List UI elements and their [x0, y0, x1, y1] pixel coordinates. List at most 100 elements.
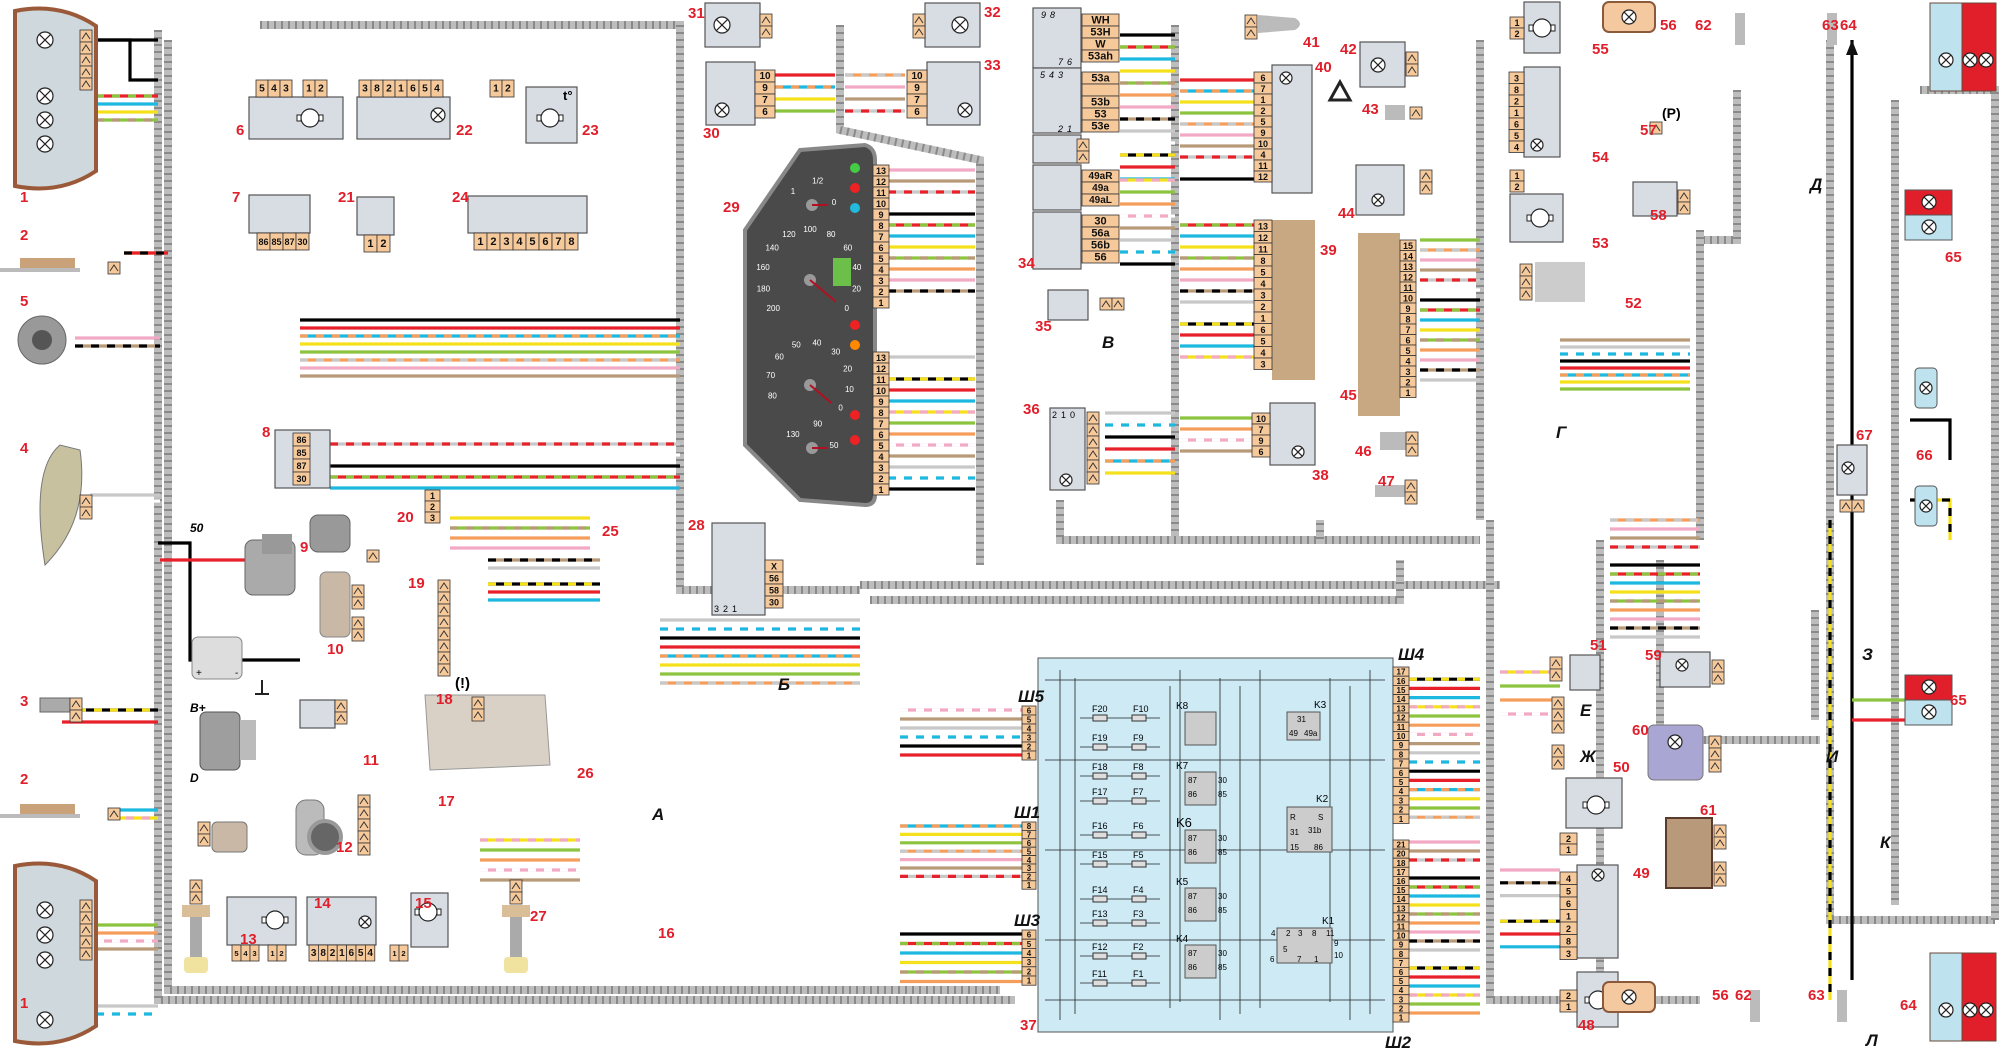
component-number: 28 — [688, 517, 705, 534]
pin-label: 12 — [1258, 233, 1268, 243]
gauge-tick: 200 — [767, 304, 781, 313]
component-35 — [1047, 289, 1089, 321]
headlamp-bulb-icon — [36, 926, 54, 944]
lamp-icon — [1919, 381, 1933, 395]
component-number: 1 — [20, 995, 28, 1012]
lamp-icon — [1675, 658, 1689, 672]
lamp-icon — [1621, 9, 1637, 25]
connector-socket — [1086, 435, 1100, 449]
pin-label: 2 — [1405, 377, 1410, 387]
component-number: 67 — [1856, 427, 1873, 444]
connection-letter: Л — [1864, 1031, 1878, 1050]
connector-socket — [1519, 263, 1533, 277]
component-number: 51 — [1590, 637, 1607, 654]
fuel-tank — [424, 694, 551, 771]
component-number: 38 — [1312, 467, 1329, 484]
component-number: 57 — [1640, 122, 1657, 139]
contact-number: 2 — [1052, 410, 1057, 420]
connector-pin — [501, 79, 515, 98]
connector-socket — [79, 29, 93, 43]
pin-label: 3 — [1027, 864, 1032, 873]
motor-icon — [1582, 795, 1610, 815]
wire — [1910, 418, 1952, 460]
pin-label: WH — [1091, 15, 1109, 27]
socket-chevron-icon — [368, 552, 378, 560]
socket-chevron-icon — [473, 699, 483, 707]
headlight-switch — [1032, 211, 1082, 270]
socket-chevron-icon — [511, 882, 521, 890]
contact-number: 5 — [1040, 70, 1046, 80]
pin-label: 3 — [1405, 367, 1410, 377]
washer-pump — [211, 821, 248, 853]
component-number: 46 — [1355, 443, 1372, 460]
connector-socket — [1519, 287, 1533, 301]
connector-pin — [1021, 975, 1037, 986]
lamp-icon — [1938, 52, 1954, 68]
fuse — [1092, 952, 1108, 960]
switch-58 — [1632, 181, 1678, 217]
pin-label: 8 — [1027, 822, 1032, 831]
connector-pin — [1559, 946, 1578, 960]
fuse-label: F10 — [1133, 704, 1149, 714]
socket-chevron-icon — [1553, 699, 1563, 707]
connector-socket — [1711, 671, 1725, 685]
parking-brake-symbol: (P) — [1662, 105, 1681, 121]
component-number: 11 — [363, 752, 379, 769]
lamp-icon — [358, 915, 372, 929]
gauge-tick: 20 — [843, 364, 852, 373]
component-number: 40 — [1315, 59, 1332, 76]
connector-pin — [754, 105, 776, 119]
socket-chevron-icon — [1710, 750, 1720, 758]
relay-contact: 86 — [1188, 848, 1197, 857]
relay — [1184, 771, 1217, 806]
socket-chevron-icon — [359, 845, 369, 853]
socket-chevron-icon — [1078, 141, 1088, 149]
pin-label: 11 — [876, 375, 886, 385]
pin-label: 3 — [1260, 359, 1265, 369]
pin-label: 2 — [1566, 834, 1571, 844]
connector-pin — [1392, 813, 1410, 824]
pin-label: 10 — [1397, 732, 1406, 741]
relay-contact: 30 — [1218, 776, 1227, 785]
gauge-tick: 50 — [792, 340, 801, 349]
pin-label: 6 — [1566, 899, 1571, 909]
component-number: 66 — [1916, 447, 1933, 464]
relay-label: K4 — [1176, 934, 1189, 945]
connector-pin — [1392, 1012, 1410, 1023]
connector-socket — [1086, 423, 1100, 437]
connector-socket — [1086, 471, 1100, 485]
sensor-body — [182, 905, 210, 917]
relay — [1184, 887, 1217, 922]
pin-label: 3 — [1399, 995, 1404, 1004]
connector-socket — [1404, 479, 1418, 493]
component-18 — [299, 699, 336, 729]
component-19 — [319, 571, 351, 638]
socket-chevron-icon — [81, 950, 91, 958]
connection-letter: Д — [1808, 175, 1822, 194]
pin-label: 1 — [367, 238, 373, 250]
pin-label: 85 — [271, 237, 281, 247]
connector-socket — [351, 628, 365, 642]
pin-label: 6 — [762, 107, 768, 118]
relay-contact: 87 — [1188, 892, 1197, 901]
connector-socket — [1086, 447, 1100, 461]
socket-chevron-icon — [81, 509, 91, 517]
component-number: 3 — [20, 693, 28, 710]
pin-label: 14 — [1403, 251, 1413, 261]
pin-label: 3 — [252, 949, 256, 958]
component-number: 50 — [1613, 759, 1630, 776]
pin-label: 2 — [1399, 806, 1404, 815]
pin-label: 6 — [1514, 119, 1519, 129]
relay — [1184, 829, 1217, 864]
connector-pin — [295, 232, 310, 251]
component-number: 45 — [1340, 387, 1357, 404]
motor-icon — [261, 910, 289, 930]
socket-chevron-icon — [81, 56, 91, 64]
pin-label: 6 — [1260, 73, 1265, 83]
